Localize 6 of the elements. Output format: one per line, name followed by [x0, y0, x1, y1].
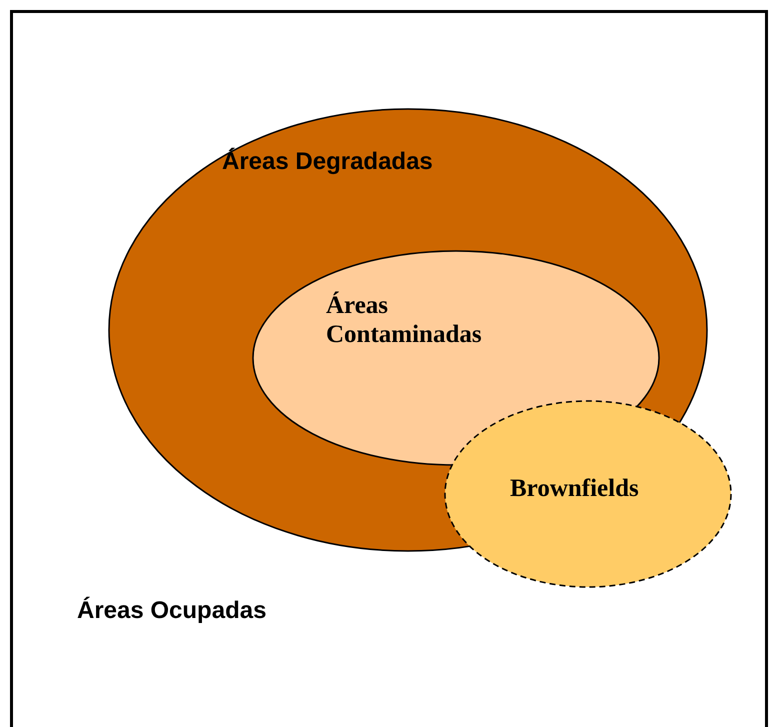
- region-label: Áreas Ocupadas: [77, 597, 268, 625]
- region-label: Áreas Contaminadas: [326, 292, 483, 350]
- region-label: Brownfields: [510, 475, 640, 504]
- region-label: Áreas Degradadas: [222, 148, 434, 176]
- ellipse-region: [444, 400, 732, 588]
- frame-box: [10, 10, 768, 727]
